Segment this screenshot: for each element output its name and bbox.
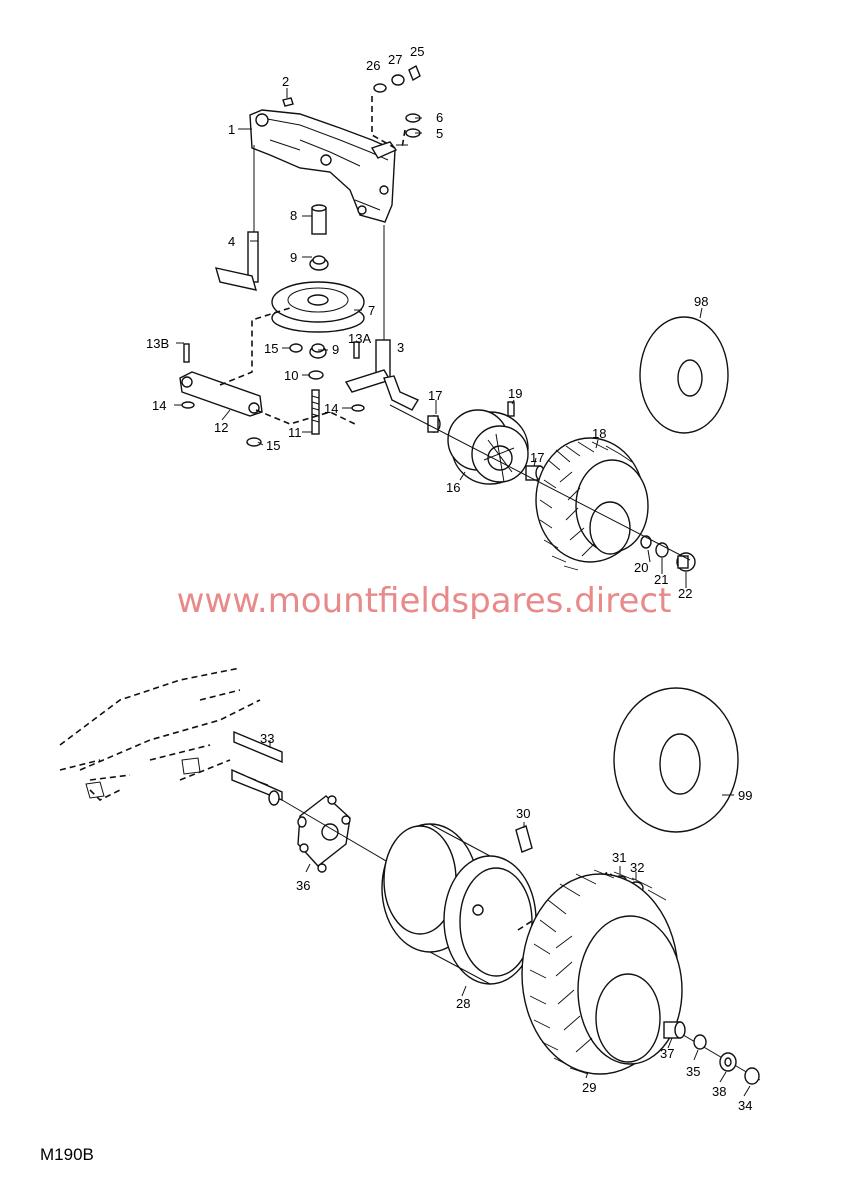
label-18: 18: [592, 426, 606, 441]
bolt-11: [311, 389, 320, 435]
label-37: 37: [660, 1046, 674, 1061]
axis-line-front: [389, 404, 691, 561]
label-6: 6: [436, 110, 443, 125]
nut-15b: [246, 437, 262, 447]
spacer-tube-8: [311, 204, 327, 235]
valve-19: [507, 401, 515, 417]
label-20: 20: [634, 560, 648, 575]
label-13A: 13A: [348, 331, 371, 346]
label-7: 7: [368, 303, 375, 318]
bush-9: [309, 255, 329, 271]
label-26: 26: [366, 58, 380, 73]
label-21: 21: [654, 572, 668, 587]
label-27: 27: [388, 52, 402, 67]
label-29: 29: [582, 1080, 596, 1095]
label-30: 30: [516, 806, 530, 821]
bearing-17b: [525, 465, 545, 481]
washer-stack-25-26-27: [373, 64, 421, 93]
label-11: 11: [288, 425, 302, 440]
label-12: 12: [214, 420, 228, 435]
stub-axle-3: [344, 339, 420, 411]
washer-35: [693, 1034, 707, 1050]
front-tyre-18: [535, 437, 649, 571]
label-10: 10: [284, 368, 298, 383]
label-9b: 9: [332, 342, 339, 357]
diagram-code: M190B: [40, 1145, 94, 1164]
bolt-2: [282, 97, 294, 107]
rear-tyre-29: [521, 869, 683, 1075]
cap-22: [676, 552, 696, 572]
label-25: 25: [410, 44, 424, 59]
label-22: 22: [678, 586, 692, 601]
label-19: 19: [508, 386, 522, 401]
label-14a: 14: [152, 398, 166, 413]
washer-38: [719, 1052, 737, 1072]
label-2: 2: [282, 74, 289, 89]
tie-bar-12: [179, 371, 263, 417]
bush-9b: [309, 343, 327, 359]
label-5: 5: [436, 126, 443, 141]
washer-14a: [181, 401, 195, 409]
label-15a: 15: [264, 341, 278, 356]
circlip-34: [744, 1067, 760, 1085]
label-1: 1: [228, 122, 235, 137]
washer-14b: [351, 404, 365, 412]
label-36: 36: [296, 878, 310, 893]
dash-line-2: [371, 96, 396, 149]
label-13B: 13B: [146, 336, 169, 351]
label-28: 28: [456, 996, 470, 1011]
label-33: 33: [260, 731, 274, 746]
leader-lines: [174, 88, 751, 1097]
label-3: 3: [397, 340, 404, 355]
label-32: 32: [630, 860, 644, 875]
label-16: 16: [446, 480, 460, 495]
label-35: 35: [686, 1064, 700, 1079]
label-34: 34: [738, 1098, 752, 1113]
bolt-13A: [353, 341, 360, 359]
label-8: 8: [290, 208, 297, 223]
bearing-17a: [427, 415, 441, 433]
nut-15: [289, 343, 303, 353]
label-17b: 17: [530, 450, 544, 465]
hub-36: [297, 795, 351, 873]
washer-10: [308, 370, 324, 380]
inner-tube-99: [613, 687, 739, 833]
label-14b: 14: [324, 401, 338, 416]
front-wheel-rim-16: [447, 409, 529, 485]
label-17a: 17: [428, 388, 442, 403]
circlip-21: [655, 542, 669, 558]
label-9: 9: [290, 250, 297, 265]
spacer-37: [663, 1021, 686, 1039]
chassis-outline: [59, 667, 261, 801]
bolt-13B: [183, 343, 190, 363]
label-4: 4: [228, 234, 235, 249]
label-15b: 15: [266, 438, 280, 453]
rear-axle-33: [231, 730, 283, 806]
pulley-7: [271, 281, 365, 333]
label-98: 98: [694, 294, 708, 309]
valve-30: [515, 825, 533, 853]
rear-rim-28: [381, 823, 537, 985]
washers-5-6: [405, 113, 421, 138]
inner-tube-98: [639, 316, 729, 434]
label-38: 38: [712, 1084, 726, 1099]
dash-line-tie: [219, 307, 356, 425]
watermark-text: www.mountfieldspares.direct: [177, 581, 672, 621]
pivot-pin-4: [215, 231, 259, 291]
label-99: 99: [738, 788, 752, 803]
label-31: 31: [612, 850, 626, 865]
